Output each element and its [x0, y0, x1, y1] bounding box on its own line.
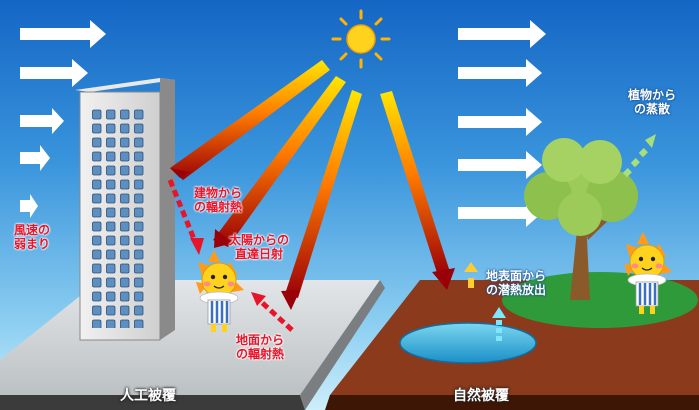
wind-arrow: [458, 151, 542, 179]
wind-arrow: [20, 108, 64, 134]
wind-arrow: [458, 59, 542, 87]
latent-heat-arrows: [464, 262, 506, 341]
tree: [524, 138, 638, 300]
sun-ray: [281, 290, 300, 310]
latent-heat-label: 地表面からの潜熱放出: [486, 269, 547, 297]
sun-ray: [170, 168, 190, 178]
transpiration-arrow: [622, 134, 656, 178]
sun-rays: [170, 60, 455, 310]
plant-transpiration-label: 植物からの蒸散: [628, 88, 677, 116]
natural-cover-label: 自然被覆: [453, 388, 509, 404]
sun-ray: [214, 229, 233, 248]
wind-arrow: [20, 59, 88, 87]
wind-arrow: [458, 199, 542, 227]
wind-weak-label: 風速の弱まり: [14, 223, 51, 251]
wind-arrow: [20, 145, 50, 171]
sun-mascot-natural: [624, 232, 672, 314]
building-radiation-label: 建物からの輻射熱: [194, 186, 243, 214]
ground-radiation-label: 地面からの輻射熱: [236, 333, 285, 361]
building-radiation-arrow: [167, 179, 204, 255]
sun-ray: [170, 60, 330, 180]
ground-radiation-arrow: [251, 292, 294, 332]
building-windows: [91, 108, 147, 328]
sun-ray: [285, 90, 362, 298]
concrete-slab: [0, 280, 385, 410]
pond: [399, 322, 537, 364]
sun-ray: [213, 76, 346, 247]
sun-ray: [432, 268, 455, 290]
artificial-cover-label: 人工被覆: [120, 388, 176, 404]
sun-mascot-urban: [196, 250, 244, 332]
sun-icon: [331, 9, 391, 69]
wind-arrow: [458, 108, 542, 136]
sun-ray: [380, 91, 450, 276]
wind-arrow: [20, 20, 106, 48]
wind-arrow: [458, 20, 546, 48]
direct-sunlight-label: 太陽からの直達日射: [229, 233, 290, 261]
wind-arrows: [20, 20, 546, 227]
wind-arrow: [20, 194, 38, 218]
building: [75, 78, 175, 341]
